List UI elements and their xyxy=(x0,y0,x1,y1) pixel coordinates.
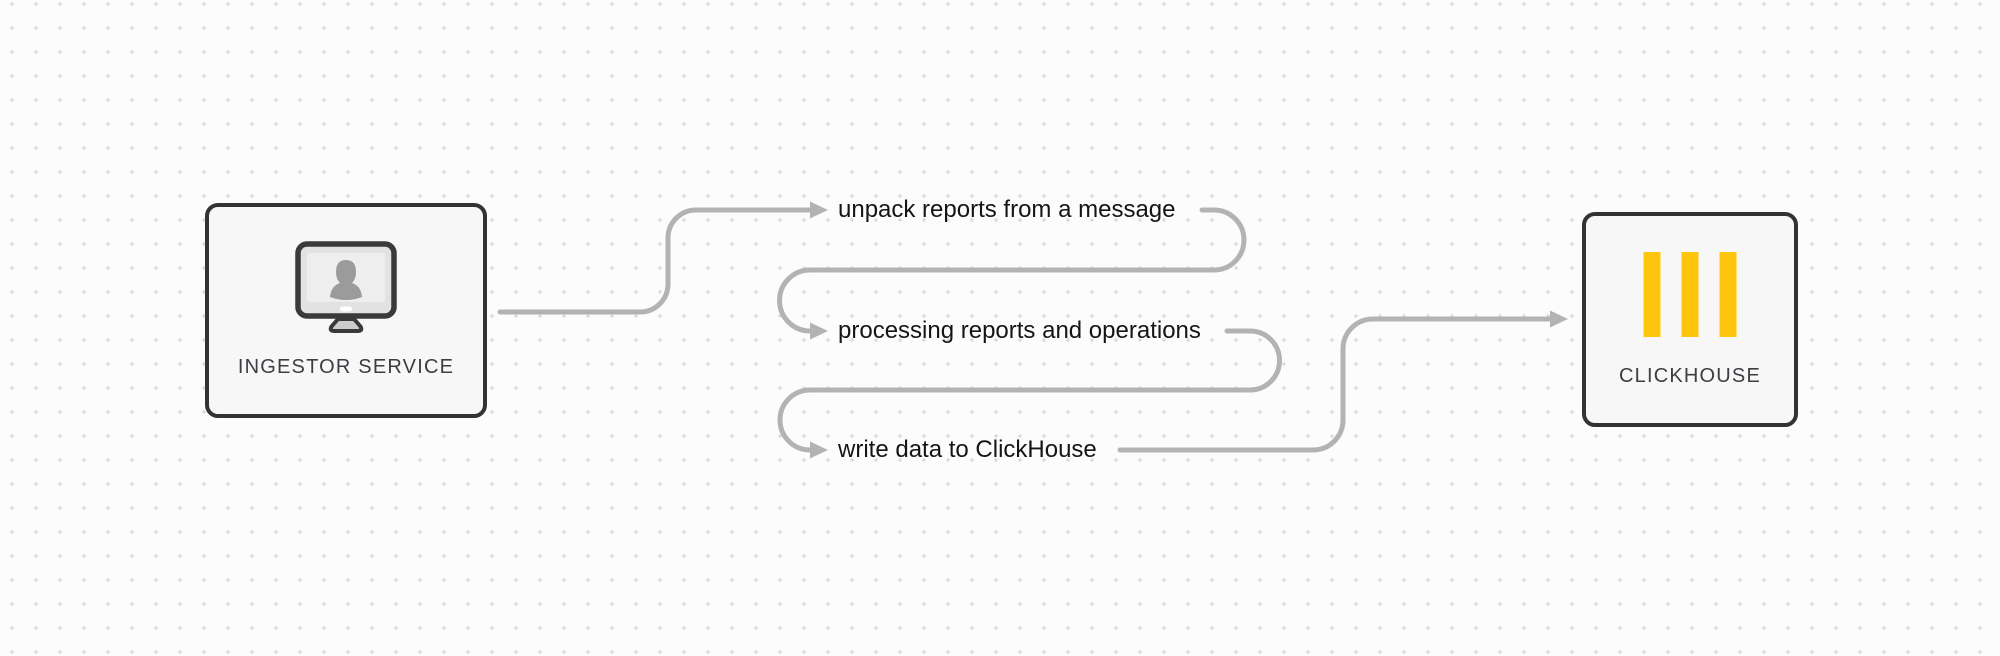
step-label-write-data: write data to ClickHouse xyxy=(838,436,1097,463)
step-label-processing-reports: processing reports and operations xyxy=(838,317,1201,344)
node-clickhouse: CLICKHOUSE xyxy=(1582,212,1798,427)
arrowhead-clickhouse-icon xyxy=(1550,310,1568,328)
edge-step1-to-step2 xyxy=(777,207,1247,334)
arrowhead-step3-icon xyxy=(810,441,828,459)
arrowhead-step1-icon xyxy=(810,201,828,219)
node-clickhouse-label: CLICKHOUSE xyxy=(1618,365,1762,387)
node-ingestor-service: INGESTOR SERVICE xyxy=(205,203,487,418)
node-ingestor-label: INGESTOR SERVICE xyxy=(237,356,455,378)
clickhouse-bar xyxy=(1719,252,1737,337)
arrowhead-step2-icon xyxy=(810,322,828,340)
edge-step2-to-step3 xyxy=(777,328,1282,453)
person-silhouette-icon xyxy=(330,260,362,300)
step-label-unpack-reports: unpack reports from a message xyxy=(838,196,1176,223)
edge-step3-to-clickhouse xyxy=(1117,316,1552,453)
monitor-user-icon xyxy=(294,240,398,336)
clickhouse-bar xyxy=(1681,252,1699,337)
clickhouse-bars-icon xyxy=(1643,252,1737,337)
edge-ingestor-to-step1 xyxy=(497,207,812,315)
clickhouse-bar xyxy=(1643,252,1661,337)
